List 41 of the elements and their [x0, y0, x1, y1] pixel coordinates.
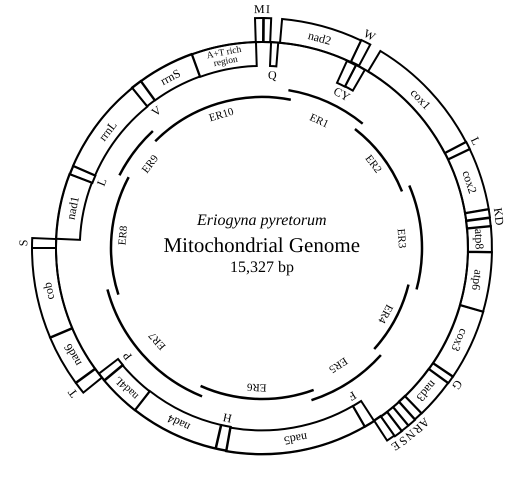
gene-label: nad5: [283, 431, 308, 447]
region-label: ER1: [308, 112, 330, 130]
trna-label: S: [16, 239, 29, 246]
region-label: ER5: [326, 354, 349, 374]
genome-title: Mitochondrial Genome: [164, 234, 360, 256]
trna-label: Q: [268, 69, 278, 82]
region-label: ER9: [140, 153, 162, 176]
gene-label: cox3: [449, 327, 470, 354]
gene-label: nad6: [61, 342, 84, 368]
trna-label: M: [254, 2, 264, 16]
trna-label: G: [450, 378, 465, 392]
gene-label: cox2: [460, 169, 480, 195]
gene-label: atp6: [470, 269, 485, 292]
region-label: ER8: [116, 226, 130, 246]
trna-label: L: [469, 135, 484, 148]
trna-label: T: [66, 386, 80, 400]
region-label: ER4: [375, 302, 394, 324]
gene-label: A+T rich region: [205, 44, 244, 70]
trna-label: I: [266, 3, 270, 16]
region-label: ER3: [394, 228, 407, 248]
trna-label: P: [120, 350, 134, 363]
trna-label: H: [222, 410, 233, 424]
gene-label: cob: [40, 282, 56, 302]
region-label: ER10: [208, 106, 235, 124]
genome-size: 15,327 bp: [230, 260, 294, 276]
gene-label: rrnS: [158, 66, 183, 87]
gene-label: nad4: [166, 412, 192, 434]
trna-label: L: [95, 176, 109, 188]
species-name: Eriogyna pyretorum: [197, 213, 327, 229]
gene-label: nad2: [306, 28, 332, 47]
gene-label: rrnL: [96, 118, 119, 143]
gene-label: cox1: [408, 86, 434, 112]
region-label: ER7: [147, 329, 168, 352]
trna-label: D: [492, 216, 506, 226]
gene-label: nad1: [64, 196, 80, 222]
region-label: ER6: [246, 381, 267, 393]
trna-label: V: [149, 103, 164, 118]
trna-label: K: [492, 206, 505, 218]
trna-label: F: [346, 388, 358, 402]
trna-label: W: [362, 26, 378, 42]
gene-label: atp8: [473, 228, 486, 250]
